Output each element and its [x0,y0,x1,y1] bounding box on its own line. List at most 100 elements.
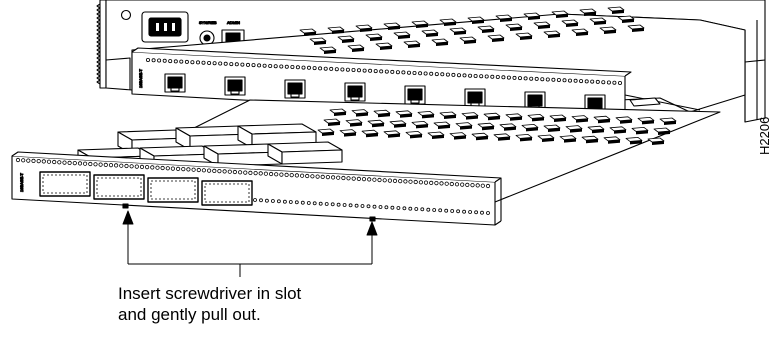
rj45-port-opening [527,94,543,107]
vent-hole [31,158,36,163]
vent-hole [440,72,445,77]
chip-shadow [520,36,532,40]
vent-hole [412,71,417,76]
vent-hole [253,198,257,202]
vent-hole [305,173,310,179]
vent-hole [184,59,189,64]
vent-hole [354,203,359,208]
chip-shadow [444,115,456,119]
chip-shadow [464,40,476,44]
callout [122,210,378,277]
vent-hole [401,70,406,75]
vent-hole [590,79,595,84]
vent-hole [259,198,263,203]
vent-hole [382,178,387,183]
vent-hole [323,66,328,71]
vent-hole [484,74,489,79]
chip-shadow [422,114,434,119]
vent-hole [529,76,534,81]
pry-slot-left [122,203,129,209]
arrow-right-head [366,221,378,236]
vent-hole [612,80,617,85]
chip-shadow [304,32,316,36]
vent-hole [248,170,253,175]
chip-shadow [548,34,560,38]
vent-hole [423,180,429,185]
vent-hole [573,78,578,83]
vent-hole [245,62,250,67]
vent-hole [176,166,181,171]
vent-hole [98,162,103,167]
vent-hole [372,177,377,182]
vent-hole [456,209,461,214]
vent-hole [301,65,306,70]
vent-hole [418,180,423,185]
vent-hole [119,163,124,168]
vent-hole [300,200,305,205]
chip-shadow [472,20,484,24]
caption-line-1: Insert screwdriver in slot [118,284,302,303]
vent-hole [234,62,239,67]
chip-shadow [526,127,538,132]
vent-hole [408,179,413,184]
vent-hole [324,202,329,206]
chip-shadow [630,140,642,145]
vent-hole [243,170,248,175]
vent-hole [251,63,256,68]
vent-hole [408,206,413,211]
caption-line-2: and gently pull out. [118,305,261,324]
vent-hole [454,182,460,187]
removed-card-vent-holes [15,157,491,215]
vent-hole [93,162,98,167]
vent-hole [276,199,281,204]
vent-hole [396,206,401,210]
vent-hole [444,181,449,186]
vent-hole [157,58,162,63]
chip-shadow [408,44,420,48]
vent-hole [470,183,475,188]
vent-hole [195,60,200,65]
chassis-port-label-2: ADMIN [227,20,240,25]
vent-hole [279,64,284,69]
module-front [281,149,343,165]
chip-shadow [570,128,582,133]
chip-shadow [314,41,326,45]
vent-hole [387,178,392,183]
vent-hole [480,210,484,215]
pry-slot-right [369,216,376,222]
vent-hole [618,81,623,86]
vent-hole [473,74,478,79]
vent-hole [318,201,323,206]
chip-shadow [366,133,378,138]
vent-hole [108,163,114,168]
vent-hole [556,78,561,83]
vent-hole [155,165,160,170]
chip-shadow [482,29,494,33]
vent-hole [367,177,372,182]
vent-hole [279,172,284,177]
vent-hole [274,172,279,177]
vent-hole [579,79,584,84]
rj45-port-opening [347,85,363,98]
vent-hole [273,64,278,69]
chip-shadow [322,132,334,136]
vent-hole [403,179,408,184]
vent-hole [330,175,336,180]
vent-hole [282,199,287,204]
chip-shadow [586,139,598,144]
vent-hole [345,67,350,72]
chip-shadow [510,116,522,121]
optical-port [39,171,91,197]
vent-hole [284,64,289,69]
removed-card-label: 10BASE-T [19,173,24,192]
vent-hole [268,171,274,177]
chip-shadow [394,123,406,128]
vent-hole [218,61,223,66]
installed-card-ports [164,73,606,114]
vent-hole [506,75,511,80]
vent-hole [372,204,377,209]
chip-shadow [432,135,444,139]
chip-shadow [608,139,620,144]
chip-shadow [454,135,466,140]
vent-hole [253,171,258,176]
